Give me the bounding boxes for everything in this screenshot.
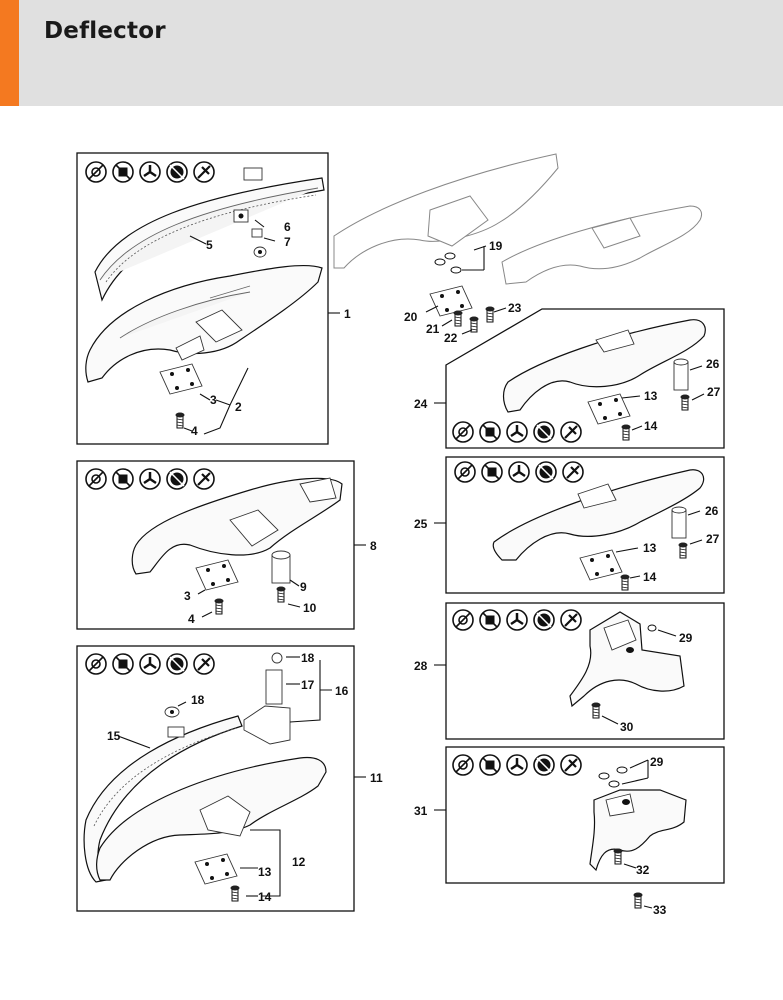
callout-20: 20	[404, 310, 418, 324]
callout-2: 2	[235, 400, 242, 414]
callout-6: 6	[284, 220, 291, 234]
assembly-box-8	[76, 460, 366, 630]
callout-1: 1	[344, 307, 351, 321]
callout-31: 31	[414, 804, 428, 818]
callout-29b: 29	[650, 755, 664, 769]
tool-icons-row-28	[453, 610, 581, 630]
callout-13b: 13	[644, 389, 658, 403]
callout-8: 8	[370, 539, 377, 553]
callout-19: 19	[489, 239, 503, 253]
callout-12: 12	[292, 855, 306, 869]
callout-4b: 4	[188, 612, 195, 626]
page-header: Deflector	[0, 0, 783, 106]
assembly-box-24	[434, 308, 725, 449]
accent-bar	[0, 0, 19, 106]
callout-15: 15	[107, 729, 121, 743]
callout-27: 27	[707, 385, 721, 399]
callout-23: 23	[508, 301, 522, 315]
callout-33: 33	[653, 903, 667, 917]
tool-icons-row-31	[453, 755, 581, 775]
callout-27b: 27	[706, 532, 720, 546]
assembly-box-25	[434, 456, 725, 594]
reference-deflectors	[333, 153, 703, 335]
callout-11: 11	[370, 771, 383, 785]
callout-7: 7	[284, 235, 291, 249]
callout-26b: 26	[705, 504, 719, 518]
assembly-box-28	[434, 602, 725, 740]
tool-icons-row-24	[453, 422, 581, 442]
callout-26: 26	[706, 357, 720, 371]
callout-3b: 3	[184, 589, 191, 603]
callout-5: 5	[206, 238, 213, 252]
callout-13: 13	[258, 865, 272, 879]
callout-24: 24	[414, 397, 428, 411]
callout-29: 29	[679, 631, 693, 645]
callout-17: 17	[301, 678, 315, 692]
callout-3: 3	[210, 393, 217, 407]
callout-25: 25	[414, 517, 428, 531]
callout-14c: 14	[643, 570, 657, 584]
callout-28: 28	[414, 659, 428, 673]
callout-18b: 18	[191, 693, 205, 707]
callout-4: 4	[191, 424, 198, 438]
tool-icons-row-1	[86, 162, 214, 182]
callout-9: 9	[300, 580, 307, 594]
callout-10: 10	[303, 601, 317, 615]
tool-icons-row-8	[86, 469, 214, 489]
callout-18: 18	[301, 651, 315, 665]
callout-22: 22	[444, 331, 458, 345]
callout-14: 14	[258, 890, 272, 904]
callout-14b: 14	[644, 419, 658, 433]
callout-32: 32	[636, 863, 650, 877]
callout-16: 16	[335, 684, 349, 698]
callout-21: 21	[426, 322, 440, 336]
page-title: Deflector	[44, 18, 166, 44]
assembly-box-1	[76, 152, 340, 445]
assembly-box-31	[434, 746, 725, 909]
callout-13c: 13	[643, 541, 657, 555]
assembly-box-11	[76, 645, 366, 912]
tool-icons-row-11	[86, 654, 214, 674]
callout-30: 30	[620, 720, 634, 734]
tool-icons-row-25	[455, 462, 583, 482]
